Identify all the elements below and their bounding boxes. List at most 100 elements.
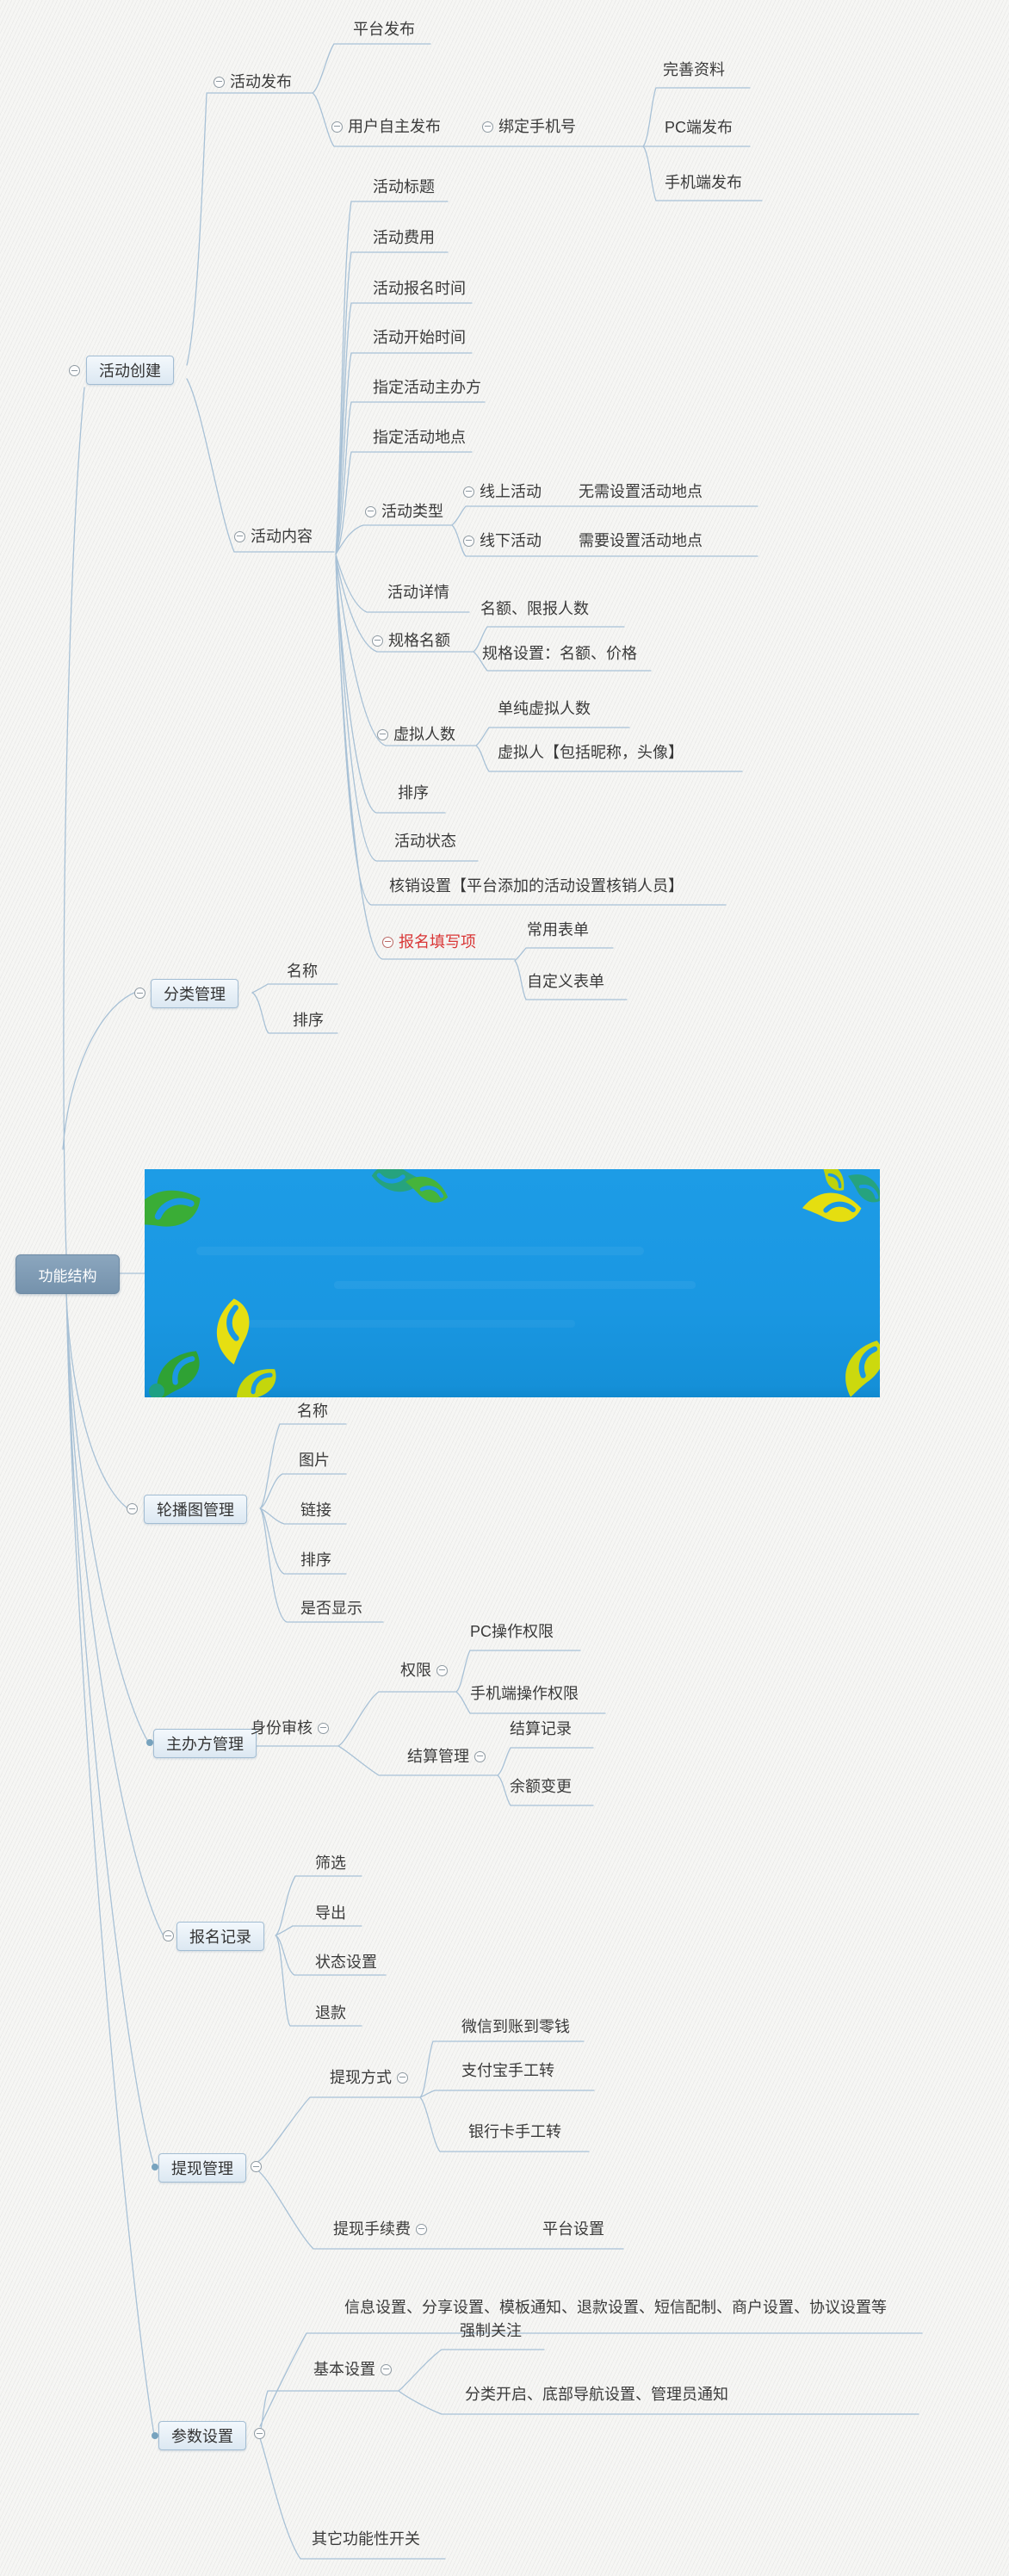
node-label: 平台设置 [542, 2220, 604, 2238]
node-param-settings[interactable]: 参数设置 [158, 2421, 246, 2450]
node-content-sort[interactable]: 排序 [398, 783, 429, 802]
node-activity-fee[interactable]: 活动费用 [373, 228, 435, 247]
node-activity-content[interactable]: 活动内容 [234, 527, 313, 546]
collapse-icon[interactable] [397, 2071, 408, 2084]
node-complete-profile[interactable]: 完善资料 [663, 60, 725, 79]
node-carousel-image[interactable]: 图片 [299, 1451, 330, 1470]
node-category-mgmt[interactable]: 分类管理 [151, 979, 238, 1008]
node-balance-change[interactable]: 余额变更 [510, 1777, 572, 1796]
node-virtual-count[interactable]: 虚拟人数 [377, 725, 455, 744]
node-label: 平台发布 [353, 21, 415, 38]
collapse-icon[interactable] [382, 936, 393, 948]
collapse-icon[interactable] [365, 505, 376, 517]
node-carousel-mgmt[interactable]: 轮播图管理 [144, 1495, 247, 1524]
collapse-icon[interactable] [234, 530, 245, 542]
node-offline-activity[interactable]: 线下活动 [463, 531, 542, 550]
node-category-sort[interactable]: 排序 [293, 1011, 324, 1030]
node-label: 活动开始时间 [373, 329, 466, 346]
node-category-name[interactable]: 名称 [287, 962, 318, 981]
node-carousel-visible[interactable]: 是否显示 [300, 1599, 362, 1618]
node-identity-audit[interactable]: 身份审核 [251, 1718, 329, 1737]
node-withdraw-method[interactable]: 提现方式 [330, 2068, 408, 2087]
node-signup-fields[interactable]: 报名填写项 [382, 932, 476, 951]
collapse-icon[interactable] [318, 1722, 329, 1734]
collapse-icon[interactable] [377, 728, 388, 740]
node-label: 名称 [297, 1403, 328, 1420]
node-quota-limit[interactable]: 名额、限报人数 [480, 599, 589, 618]
node-bank-withdraw[interactable]: 银行卡手工转 [468, 2122, 561, 2141]
node-label: 用户自主发布 [348, 118, 441, 135]
node-misc-settings[interactable]: 信息设置、分享设置、模板通知、退款设置、短信配制、商户设置、协议设置等 [344, 2298, 887, 2317]
node-label: 分类开启、底部导航设置、管理员通知 [465, 2386, 728, 2403]
node-start-time[interactable]: 活动开始时间 [373, 328, 466, 347]
node-label: 活动报名时间 [373, 280, 466, 297]
collapse-icon[interactable] [127, 1503, 138, 1514]
node-activity-publish[interactable]: 活动发布 [214, 72, 292, 91]
node-activity-detail[interactable]: 活动详情 [387, 583, 449, 602]
node-settlement-mgmt[interactable]: 结算管理 [407, 1747, 486, 1766]
node-platform-setting[interactable]: 平台设置 [542, 2220, 604, 2239]
node-spec-setting[interactable]: 规格设置：名额、价格 [482, 644, 637, 663]
node-assign-location[interactable]: 指定活动地点 [373, 428, 466, 447]
collapse-icon[interactable] [214, 76, 225, 88]
collapse-icon[interactable] [463, 535, 474, 547]
node-common-form[interactable]: 常用表单 [527, 920, 589, 939]
collapse-icon[interactable] [134, 988, 145, 999]
node-spec-quota[interactable]: 规格名额 [372, 631, 450, 650]
collapse-icon[interactable] [163, 1930, 174, 1941]
node-basic-others[interactable]: 分类开启、底部导航设置、管理员通知 [465, 2385, 728, 2404]
collapse-icon[interactable] [436, 1664, 448, 1676]
node-filter[interactable]: 筛选 [315, 1854, 346, 1873]
node-wechat-withdraw[interactable]: 微信到账到零钱 [461, 2017, 570, 2036]
node-mobile-publish[interactable]: 手机端发布 [665, 173, 742, 192]
node-activity-type[interactable]: 活动类型 [365, 502, 443, 521]
node-verify-setting[interactable]: 核销设置【平台添加的活动设置核销人员】 [389, 876, 684, 895]
node-label: 活动创建 [99, 362, 161, 380]
node-custom-form[interactable]: 自定义表单 [527, 972, 604, 991]
collapse-icon[interactable] [482, 121, 493, 133]
node-signup-records[interactable]: 报名记录 [176, 1922, 264, 1951]
node-user-self-publish[interactable]: 用户自主发布 [331, 117, 441, 136]
collapse-icon[interactable] [372, 635, 383, 647]
node-platform-publish[interactable]: 平台发布 [353, 20, 415, 39]
node-bind-phone[interactable]: 绑定手机号 [482, 117, 576, 136]
collapse-icon[interactable] [254, 2428, 265, 2439]
node-pure-virtual[interactable]: 单纯虚拟人数 [498, 699, 591, 718]
node-label: 指定活动主办方 [373, 379, 481, 396]
node-withdraw-fee[interactable]: 提现手续费 [333, 2220, 427, 2239]
node-alipay-withdraw[interactable]: 支付宝手工转 [461, 2061, 554, 2080]
node-signup-time[interactable]: 活动报名时间 [373, 279, 466, 298]
node-withdraw-mgmt[interactable]: 提现管理 [158, 2153, 246, 2183]
node-activity-status[interactable]: 活动状态 [394, 832, 456, 851]
node-other-switches[interactable]: 其它功能性开关 [312, 2530, 420, 2548]
node-pc-publish[interactable]: PC端发布 [665, 118, 733, 137]
node-organizer-mgmt[interactable]: 主办方管理 [153, 1729, 257, 1758]
node-root[interactable]: 功能结构 [15, 1254, 120, 1294]
node-virtual-person[interactable]: 虚拟人【包括昵称，头像】 [498, 743, 684, 762]
collapse-icon[interactable] [463, 486, 474, 498]
node-online-activity[interactable]: 线上活动 [463, 482, 542, 501]
node-permission[interactable]: 权限 [400, 1661, 448, 1680]
node-carousel-name[interactable]: 名称 [297, 1402, 328, 1421]
node-label: 提现管理 [171, 2160, 233, 2177]
collapse-icon[interactable] [69, 365, 80, 376]
node-mobile-permission[interactable]: 手机端操作权限 [470, 1684, 579, 1703]
node-force-follow[interactable]: 强制关注 [460, 2321, 522, 2340]
node-pc-permission[interactable]: PC操作权限 [470, 1622, 554, 1641]
node-assign-organizer[interactable]: 指定活动主办方 [373, 378, 481, 397]
node-carousel-link[interactable]: 链接 [300, 1501, 331, 1520]
node-refund[interactable]: 退款 [315, 2003, 346, 2022]
node-export[interactable]: 导出 [315, 1904, 346, 1923]
node-label: 权限 [400, 1662, 431, 1679]
node-carousel-sort[interactable]: 排序 [300, 1551, 331, 1570]
node-activity-title[interactable]: 活动标题 [373, 177, 435, 196]
collapse-icon[interactable] [474, 1750, 486, 1762]
collapse-icon[interactable] [331, 121, 343, 133]
node-status-setting[interactable]: 状态设置 [315, 1953, 377, 1972]
collapse-icon[interactable] [416, 2223, 427, 2235]
collapse-icon[interactable] [381, 2363, 392, 2375]
node-activity-create[interactable]: 活动创建 [86, 356, 174, 385]
collapse-icon[interactable] [251, 2161, 262, 2172]
node-basic-settings[interactable]: 基本设置 [313, 2360, 392, 2379]
node-settlement-record[interactable]: 结算记录 [510, 1719, 572, 1738]
